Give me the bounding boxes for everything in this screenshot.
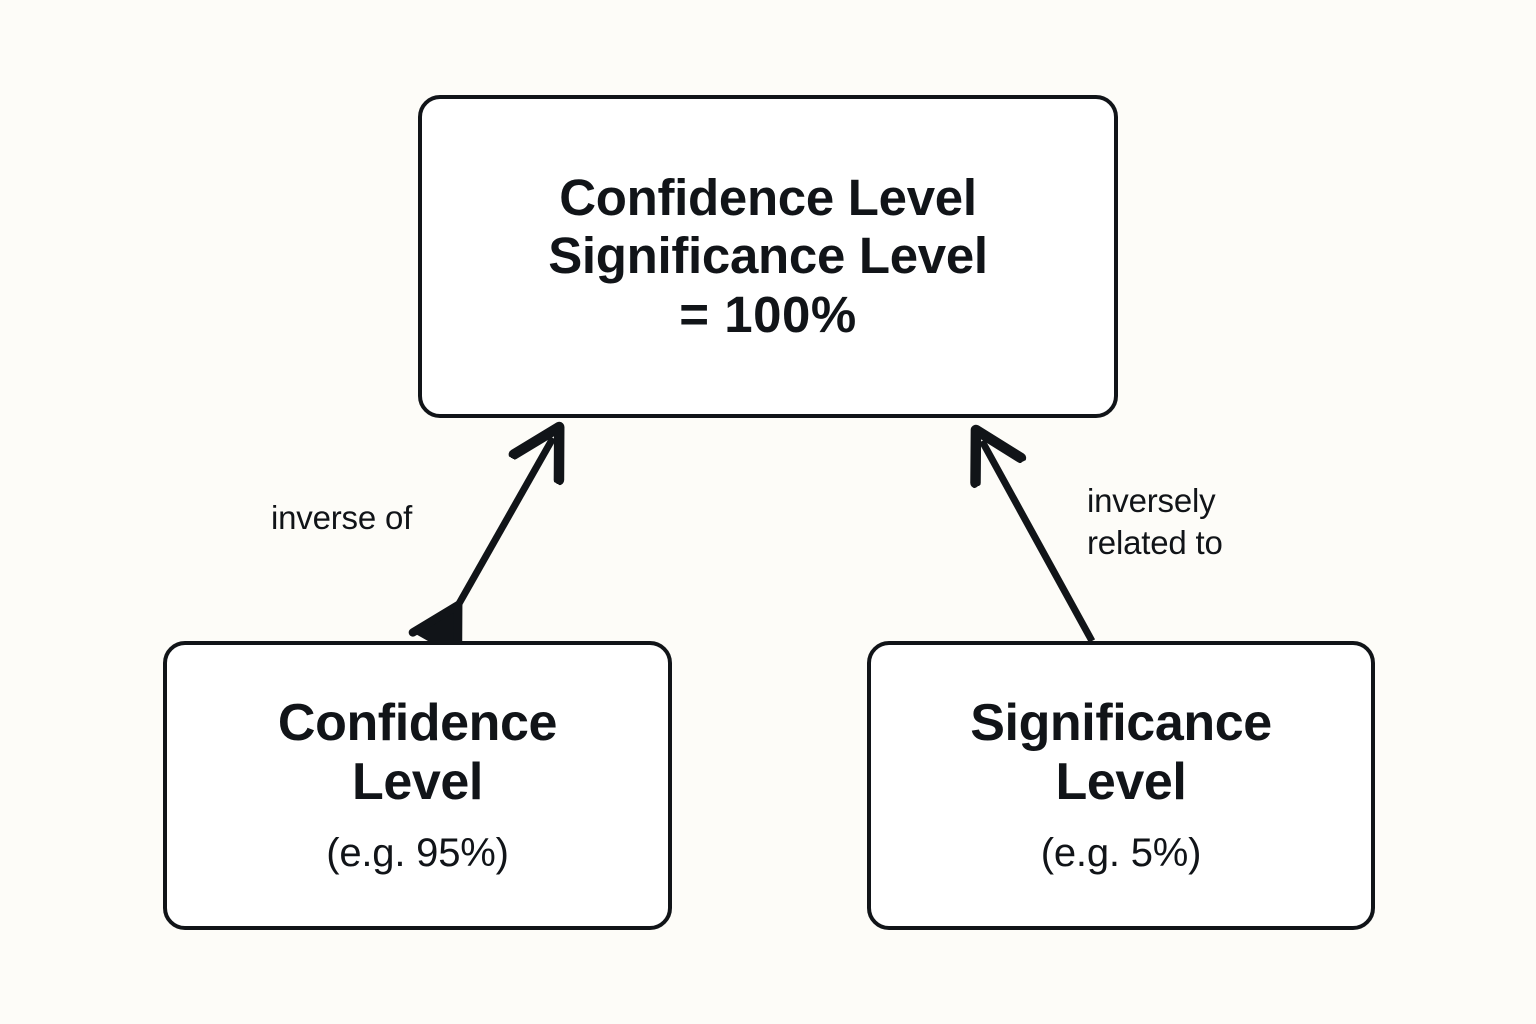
- confidence-title-line-1: Confidence: [277, 694, 558, 753]
- node-formula-box: Confidence Level Significance Level = 10…: [418, 95, 1118, 418]
- node-confidence-level-box: Confidence Level (e.g. 95%): [163, 641, 672, 930]
- formula-line-significance-level: Significance Level: [548, 227, 988, 285]
- confidence-example: (e.g. 95%): [326, 830, 509, 875]
- node-significance-level-box: Significance Level (e.g. 5%): [867, 641, 1375, 930]
- formula-line-equals-100: = 100%: [679, 285, 857, 343]
- significance-title-line-1: Significance: [970, 694, 1272, 753]
- confidence-title-line-2: Level: [352, 752, 483, 811]
- significance-title: Significance Level: [970, 694, 1272, 810]
- formula-line-confidence-level: Confidence Level: [559, 169, 977, 227]
- confidence-title: Confidence Level: [277, 694, 558, 811]
- edge-left-arrow: [452, 438, 553, 616]
- significance-title-line-2: Level: [1055, 752, 1187, 811]
- edge-label-inverse-of: inverse of: [271, 499, 413, 536]
- edge-label-inversely-related-line-1: inversely: [1087, 482, 1216, 519]
- significance-example: (e.g. 5%): [1040, 830, 1202, 875]
- edge-label-inversely-related-line-2: related to: [1087, 524, 1223, 562]
- edge-label-inversely-related-to: inversely related to: [1087, 480, 1223, 564]
- edge-right-arrow: [982, 441, 1096, 643]
